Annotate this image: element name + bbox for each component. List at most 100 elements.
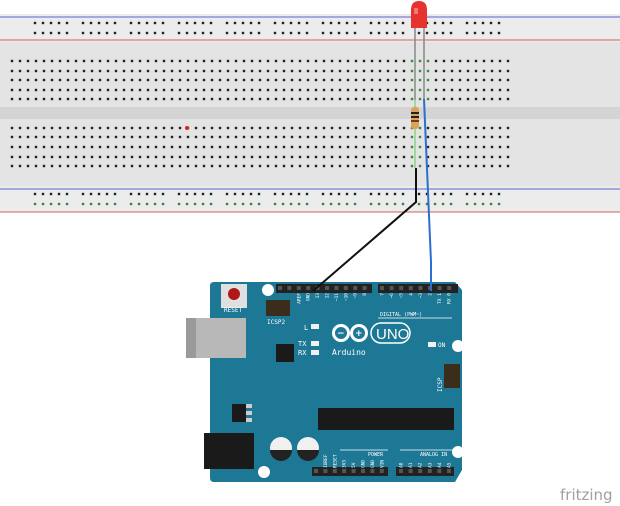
breadboard-hole[interactable] [322,155,326,159]
breadboard-hole[interactable] [290,88,294,92]
breadboard-hole[interactable] [210,88,214,92]
rail-hole[interactable] [57,31,61,35]
breadboard-hole[interactable] [450,145,454,149]
blue-signal-wire[interactable] [423,98,432,291]
rail-hole[interactable] [153,192,157,196]
breadboard-hole[interactable] [18,78,22,82]
breadboard-hole[interactable] [434,97,438,101]
breadboard-hole[interactable] [250,155,254,159]
breadboard-hole[interactable] [234,155,238,159]
breadboard-hole[interactable] [370,97,374,101]
breadboard-hole[interactable] [314,135,318,139]
breadboard-hole[interactable] [234,164,238,168]
rail-hole[interactable] [153,31,157,35]
breadboard-hole[interactable] [10,145,14,149]
breadboard-hole[interactable] [226,69,230,73]
breadboard-hole[interactable] [162,78,166,82]
breadboard-hole[interactable] [242,97,246,101]
breadboard-hole[interactable] [218,69,222,73]
breadboard-hole[interactable] [354,135,358,139]
breadboard-hole[interactable] [138,97,142,101]
breadboard-hole[interactable] [338,135,342,139]
breadboard-hole[interactable] [314,164,318,168]
breadboard-hole[interactable] [506,69,510,73]
resistor-component[interactable] [411,107,419,129]
breadboard-hole[interactable] [10,155,14,159]
breadboard-hole[interactable] [426,155,430,159]
breadboard-hole[interactable] [114,135,118,139]
breadboard-hole[interactable] [178,135,182,139]
rail-hole[interactable] [345,202,349,206]
rail-hole[interactable] [129,202,133,206]
breadboard-hole[interactable] [370,155,374,159]
breadboard-hole[interactable] [170,59,174,63]
breadboard-hole[interactable] [306,59,310,63]
breadboard-hole[interactable] [258,126,262,130]
rail-hole[interactable] [49,202,53,206]
breadboard-hole[interactable] [18,164,22,168]
breadboard-hole[interactable] [242,126,246,130]
breadboard-hole[interactable] [506,164,510,168]
rail-hole[interactable] [193,192,197,196]
rail-hole[interactable] [369,21,373,25]
breadboard-hole[interactable] [82,78,86,82]
black-gnd-wire[interactable] [312,168,417,292]
breadboard-hole[interactable] [322,69,326,73]
rail-hole[interactable] [425,192,429,196]
breadboard-hole[interactable] [434,145,438,149]
breadboard-hole[interactable] [506,145,510,149]
breadboard-hole[interactable] [218,145,222,149]
breadboard-hole[interactable] [394,164,398,168]
breadboard-hole[interactable] [442,59,446,63]
breadboard-hole[interactable] [402,97,406,101]
rail-hole[interactable] [161,202,165,206]
rail-hole[interactable] [465,192,469,196]
rail-hole[interactable] [489,31,493,35]
breadboard-hole[interactable] [42,78,46,82]
rail-hole[interactable] [281,31,285,35]
breadboard-hole[interactable] [74,59,78,63]
rail-hole[interactable] [433,202,437,206]
breadboard-hole[interactable] [18,88,22,92]
breadboard-hole[interactable] [218,88,222,92]
breadboard-hole[interactable] [210,69,214,73]
breadboard-hole[interactable] [298,88,302,92]
breadboard-hole[interactable] [170,88,174,92]
rail-hole[interactable] [473,192,477,196]
breadboard-hole[interactable] [42,155,46,159]
header-pin[interactable] [427,469,432,473]
breadboard-hole[interactable] [346,78,350,82]
breadboard-hole[interactable] [410,135,414,139]
breadboard-hole[interactable] [306,69,310,73]
breadboard-hole[interactable] [442,155,446,159]
breadboard-hole[interactable] [122,145,126,149]
breadboard-hole[interactable] [338,97,342,101]
breadboard-hole[interactable] [186,78,190,82]
rail-hole[interactable] [113,31,117,35]
breadboard-hole[interactable] [130,145,134,149]
breadboard-hole[interactable] [354,164,358,168]
breadboard-hole[interactable] [18,155,22,159]
breadboard-hole[interactable] [106,97,110,101]
rail-hole[interactable] [465,31,469,35]
breadboard-hole[interactable] [114,69,118,73]
rail-hole[interactable] [81,21,85,25]
rail-hole[interactable] [273,31,277,35]
breadboard-hole[interactable] [354,78,358,82]
breadboard-hole[interactable] [122,88,126,92]
rail-hole[interactable] [153,202,157,206]
breadboard-hole[interactable] [306,135,310,139]
breadboard-hole[interactable] [178,97,182,101]
breadboard-hole[interactable] [490,145,494,149]
breadboard-hole[interactable] [26,78,30,82]
breadboard-hole[interactable] [162,69,166,73]
breadboard-hole[interactable] [290,135,294,139]
breadboard-hole[interactable] [74,69,78,73]
rail-hole[interactable] [97,31,101,35]
breadboard-hole[interactable] [282,97,286,101]
breadboard-hole[interactable] [18,135,22,139]
rail-hole[interactable] [473,202,477,206]
breadboard-hole[interactable] [154,155,158,159]
rail-hole[interactable] [201,31,205,35]
breadboard-hole[interactable] [250,78,254,82]
